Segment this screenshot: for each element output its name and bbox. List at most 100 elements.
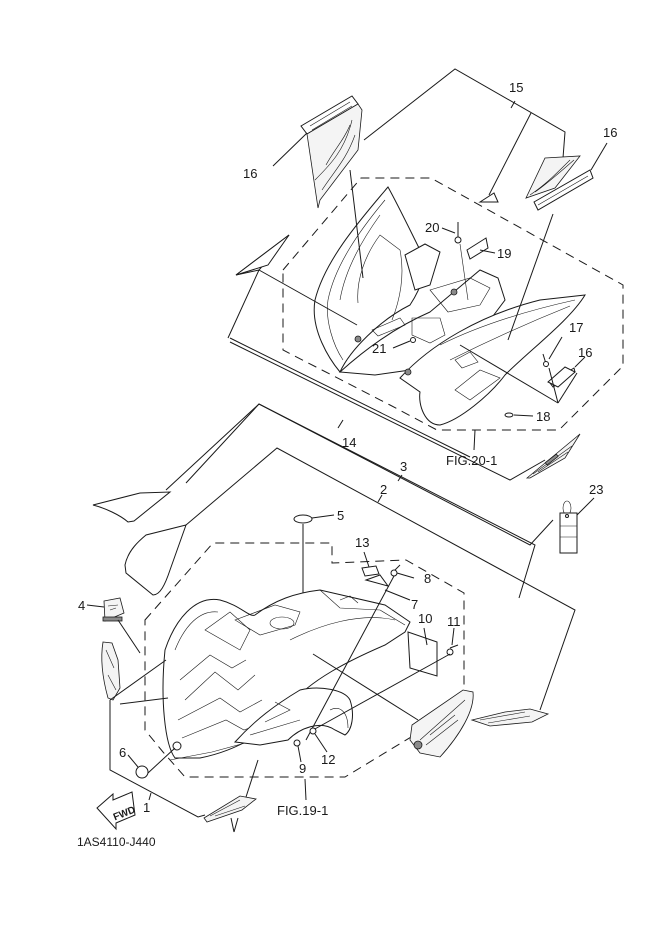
emblem-side-left[interactable] bbox=[101, 641, 121, 701]
callout-10: 10 bbox=[418, 611, 432, 626]
diagram-code: 1AS4110-J440 bbox=[77, 835, 156, 849]
fwd-arrow bbox=[96, 791, 136, 831]
cap[interactable] bbox=[293, 514, 313, 524]
rivet-small[interactable] bbox=[446, 644, 459, 656]
callout-23: 23 bbox=[589, 482, 603, 497]
leader-4-down bbox=[117, 619, 141, 654]
label[interactable] bbox=[364, 574, 390, 587]
leader-17 bbox=[574, 356, 586, 368]
callout-8: 8 bbox=[424, 571, 431, 586]
callout-15: 15 bbox=[509, 80, 523, 95]
leader-16-left bbox=[272, 132, 308, 167]
leader-8 bbox=[396, 572, 415, 579]
leader-10 bbox=[423, 627, 428, 646]
sticker-front-left-mid[interactable] bbox=[124, 524, 187, 596]
leader-18 bbox=[548, 336, 563, 360]
callout-17: 16 bbox=[578, 345, 592, 360]
callout-4: 4 bbox=[78, 598, 85, 613]
callout-13: 13 bbox=[355, 535, 369, 550]
leader-22 bbox=[392, 340, 411, 349]
rear-fender-left[interactable] bbox=[313, 186, 441, 373]
leader-1-bracket bbox=[109, 700, 206, 818]
leader-fig-19-1 bbox=[304, 778, 307, 801]
fig-19-1-label: FIG.19-1 bbox=[277, 803, 328, 818]
leader-15-tick bbox=[510, 100, 516, 109]
rivet[interactable] bbox=[390, 564, 401, 577]
callout-9: 9 bbox=[299, 761, 306, 776]
leader-3-tick bbox=[397, 474, 403, 482]
leader-15-bracket bbox=[363, 68, 566, 159]
callout-19: 18 bbox=[536, 409, 550, 424]
emblem-side-right[interactable] bbox=[409, 689, 474, 758]
callout-14: 14 bbox=[342, 435, 356, 450]
emblem-raptor-right[interactable] bbox=[525, 155, 594, 211]
leader-17-18-join-a bbox=[548, 367, 559, 404]
leader-12 bbox=[314, 733, 328, 753]
leader-triangle bbox=[258, 269, 358, 326]
leader-side-left-a bbox=[109, 659, 167, 701]
fig-20-1-label: FIG.20-1 bbox=[446, 453, 497, 468]
leader-6 bbox=[127, 754, 139, 768]
front-fender-group bbox=[86, 403, 595, 833]
callout-11: 11 bbox=[447, 614, 461, 629]
fig-19-1-boundary bbox=[144, 542, 465, 778]
callout-5: 5 bbox=[337, 508, 344, 523]
callout-12: 12 bbox=[321, 752, 335, 767]
emblem[interactable] bbox=[102, 597, 125, 622]
callout-7: 7 bbox=[411, 597, 418, 612]
emblem-side-rear[interactable] bbox=[525, 433, 581, 479]
leader-2-tick bbox=[377, 494, 383, 503]
cap-small[interactable] bbox=[135, 765, 149, 779]
leader-5 bbox=[311, 514, 335, 519]
rear-fender-group bbox=[227, 68, 624, 481]
rivet-rear[interactable] bbox=[542, 353, 549, 368]
callout-20: 19 bbox=[497, 246, 511, 261]
leader-20 bbox=[479, 249, 496, 254]
rear-fender-right[interactable] bbox=[399, 294, 586, 426]
leader-15-tri bbox=[488, 112, 532, 196]
emblem-front-bottom[interactable] bbox=[203, 795, 257, 833]
leader-16-right-down bbox=[507, 213, 554, 341]
leader-11 bbox=[451, 627, 455, 646]
leader-4 bbox=[86, 604, 105, 608]
leader-16-right bbox=[590, 142, 608, 171]
triangle-emblem[interactable] bbox=[478, 192, 499, 203]
nut-rear[interactable] bbox=[410, 337, 416, 343]
leader-7 bbox=[384, 589, 411, 601]
cap-rear[interactable] bbox=[504, 412, 514, 418]
label-small[interactable] bbox=[361, 565, 380, 577]
callout-16-right: 16 bbox=[603, 125, 617, 140]
leader-9 bbox=[297, 745, 302, 763]
leader-16-left-down bbox=[349, 169, 364, 279]
leader-17-18-join-b bbox=[557, 372, 578, 404]
fig-20-1-boundary bbox=[282, 177, 624, 431]
emblem-raptor-left[interactable] bbox=[300, 95, 363, 209]
emblem-far-right[interactable] bbox=[470, 708, 550, 727]
leader-1-tick bbox=[148, 792, 152, 801]
callout-21: 20 bbox=[425, 220, 439, 235]
leader-emblem-front-bottom bbox=[245, 759, 259, 798]
callout-labels: 15 16 16 20 19 17 16 21 18 14 FIG.20-1 3… bbox=[77, 80, 617, 849]
callout-18: 17 bbox=[569, 320, 583, 335]
callout-1: 1 bbox=[143, 800, 150, 815]
leader-8-down bbox=[305, 575, 395, 741]
tag[interactable] bbox=[559, 500, 578, 554]
nut-small[interactable] bbox=[309, 727, 317, 735]
leader-14-tick bbox=[337, 419, 344, 429]
leader-emblem-side-right bbox=[312, 653, 419, 721]
leader-3-bracket bbox=[185, 403, 536, 599]
sticker-triangle-left[interactable] bbox=[235, 234, 290, 276]
leader-13 bbox=[363, 551, 370, 568]
plate-rear-body bbox=[547, 366, 576, 388]
nut[interactable] bbox=[293, 739, 301, 747]
leader-19 bbox=[513, 414, 534, 417]
leader-fig-20-1 bbox=[473, 429, 476, 451]
callout-16-left: 16 bbox=[243, 166, 257, 181]
leader-14-outline bbox=[229, 341, 546, 481]
leader-21 bbox=[441, 227, 456, 234]
callout-3: 3 bbox=[400, 459, 407, 474]
rivet-rear-top[interactable] bbox=[454, 222, 462, 244]
sticker-front-left-top[interactable] bbox=[92, 491, 172, 523]
group-14-lines bbox=[165, 337, 554, 546]
